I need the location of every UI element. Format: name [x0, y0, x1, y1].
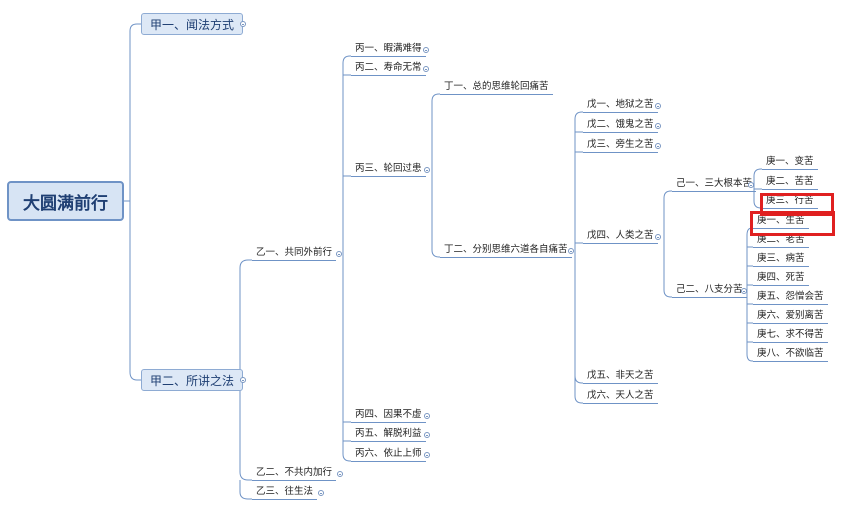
- expand-icon[interactable]: [655, 103, 661, 109]
- node-wu3[interactable]: 戊三、旁生之苦: [583, 139, 658, 153]
- collapse-icon[interactable]: [741, 288, 747, 294]
- node-geng-root-2[interactable]: 庚二、苦苦: [762, 176, 818, 190]
- node-geng-branch-1[interactable]: 庚一、生苦: [753, 215, 809, 229]
- expand-icon[interactable]: [424, 432, 430, 438]
- node-wu5[interactable]: 戊五、非天之苦: [583, 370, 658, 384]
- node-bing1[interactable]: 丙一、暇满难得: [351, 43, 426, 57]
- expand-icon[interactable]: [318, 490, 324, 496]
- highlight-box-xingku: [760, 193, 834, 216]
- node-geng-root-1[interactable]: 庚一、变苦: [762, 156, 818, 170]
- expand-icon[interactable]: [655, 143, 661, 149]
- node-yi1[interactable]: 乙一、共同外前行: [252, 247, 337, 261]
- node-bing4[interactable]: 丙四、因果不虚: [351, 409, 426, 423]
- expand-icon[interactable]: [337, 471, 343, 477]
- node-bing2[interactable]: 丙二、寿命无常: [351, 62, 426, 76]
- collapse-icon[interactable]: [748, 182, 754, 188]
- collapse-icon[interactable]: [655, 234, 661, 240]
- node-geng-branch-8[interactable]: 庚八、不欲临苦: [753, 348, 828, 362]
- node-wu4[interactable]: 戊四、人类之苦: [583, 230, 658, 244]
- node-geng-branch-6[interactable]: 庚六、爱别离苦: [753, 310, 828, 324]
- expand-icon[interactable]: [423, 47, 429, 53]
- node-bing5[interactable]: 丙五、解脱利益: [351, 428, 426, 442]
- collapse-icon[interactable]: [336, 251, 342, 257]
- node-ji2[interactable]: 己二、八支分苦: [672, 284, 747, 298]
- node-geng-root-3[interactable]: 庚三、行苦: [762, 195, 818, 209]
- node-jia2[interactable]: 甲二、所讲之法: [141, 369, 244, 391]
- node-geng-branch-3[interactable]: 庚三、病苦: [753, 253, 809, 267]
- collapse-icon[interactable]: [424, 167, 430, 173]
- node-geng-branch-4[interactable]: 庚四、死苦: [753, 272, 809, 286]
- node-geng-branch-2[interactable]: 庚二、老苦: [753, 234, 809, 248]
- node-wu6[interactable]: 戊六、天人之苦: [583, 390, 658, 404]
- node-ding1[interactable]: 丁一、总的思维轮回痛苦: [440, 81, 553, 95]
- node-geng-branch-7[interactable]: 庚七、求不得苦: [753, 329, 828, 343]
- node-wu2[interactable]: 戊二、饿鬼之苦: [583, 119, 658, 133]
- collapse-icon[interactable]: [568, 248, 574, 254]
- collapse-icon[interactable]: [240, 377, 246, 383]
- node-yi3[interactable]: 乙三、往生法: [252, 486, 318, 500]
- expand-icon[interactable]: [424, 452, 430, 458]
- node-bing6[interactable]: 丙六、依止上师: [351, 448, 426, 462]
- node-wu1[interactable]: 戊一、地狱之苦: [583, 99, 658, 113]
- node-jia1[interactable]: 甲一、闻法方式: [141, 13, 244, 35]
- node-geng-branch-5[interactable]: 庚五、怨憎会苦: [753, 291, 828, 305]
- node-yi2[interactable]: 乙二、不共内加行: [252, 467, 337, 481]
- node-ji1[interactable]: 己一、三大根本苦: [672, 178, 757, 192]
- expand-icon[interactable]: [655, 123, 661, 129]
- highlight-box-shengku: [750, 211, 835, 236]
- expand-icon[interactable]: [423, 66, 429, 72]
- expand-icon[interactable]: [424, 413, 430, 419]
- node-bing3[interactable]: 丙三、轮回过患: [351, 163, 426, 177]
- root-node[interactable]: 大圆满前行: [7, 181, 124, 221]
- node-ding2[interactable]: 丁二、分别思维六道各自痛苦: [440, 244, 572, 258]
- expand-icon[interactable]: [240, 21, 246, 27]
